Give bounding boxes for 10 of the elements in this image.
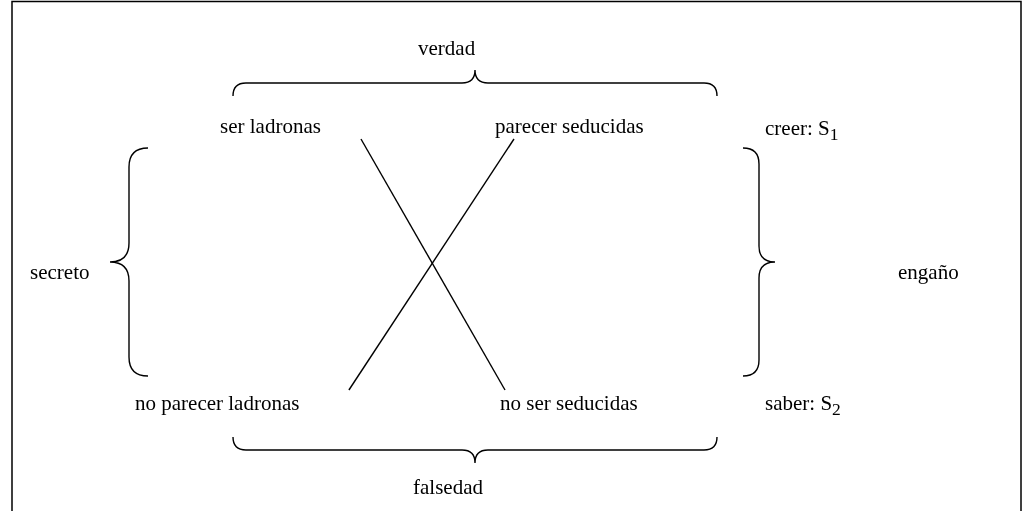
term-label: parecer seducidas [495, 113, 644, 139]
label-text: secreto [30, 259, 90, 285]
label-text: saber: S$_{2}$ [765, 390, 841, 422]
label-text: engaño [898, 259, 959, 285]
label-text: falsedad [413, 474, 483, 500]
label-text: creer: S$_{1}$ [765, 115, 839, 147]
term-label: ser ladronas [220, 113, 321, 139]
term-label: no parecer ladronas [135, 390, 300, 416]
term-label: no ser seducidas [500, 390, 638, 416]
label-text: verdad [418, 35, 476, 61]
